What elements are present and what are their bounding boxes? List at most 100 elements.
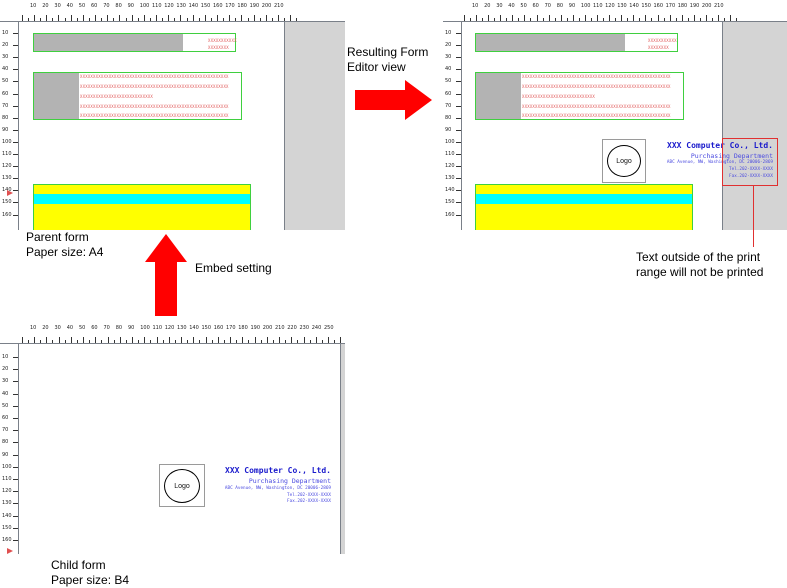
ruler-tick-label: 110 [152, 3, 162, 9]
ruler-tick [566, 18, 568, 21]
ruler-tick [13, 33, 18, 34]
ruler-tick [198, 18, 200, 21]
detail-placeholder-line: XXXXXXXXXXXXXXXXXXXXXXXXXXXXXXXXXXXXXXXX… [522, 74, 671, 79]
company-name: XXX Computer Co., Ltd. [225, 466, 331, 475]
ruler-tick [572, 15, 574, 21]
ruler-tick-label: 90 [127, 3, 134, 9]
ruler-tick [687, 18, 689, 21]
ruler-tick-label: 10 [2, 30, 9, 36]
logo-text: Logo [616, 157, 632, 165]
ruler-tick [13, 442, 18, 444]
ruler-tick [271, 18, 273, 21]
ruler-tick [248, 340, 250, 343]
ruler-tick [181, 337, 182, 343]
ruler-tick [119, 15, 121, 21]
ruler-tick-label: 30 [445, 54, 452, 61]
ruler-tick-label: 40 [2, 66, 9, 73]
ruler-tick [174, 340, 176, 343]
ruler-tick-label: 40 [66, 3, 73, 9]
ruler-tick-label: 120 [164, 3, 174, 9]
ruler-tick [456, 154, 461, 155]
logo-circle: Logo [607, 145, 641, 177]
logo-frame[interactable]: Logo [159, 464, 205, 507]
ruler-tick [107, 337, 109, 343]
ruler-tick [64, 18, 66, 21]
ruler-tick [95, 15, 96, 21]
ruler-tick [645, 15, 647, 21]
ruler-tick [476, 15, 477, 21]
ruler-tick [52, 340, 54, 343]
ruler-tick [13, 105, 18, 107]
ruler-tick [524, 15, 526, 21]
ruler-tick [488, 15, 490, 21]
ruler-tick [205, 337, 207, 343]
page-break-marker [7, 548, 13, 554]
ruler-tick-label: 20 [42, 325, 49, 331]
ruler-tick [272, 340, 274, 343]
ruler-tick [590, 18, 592, 21]
ruler-tick [40, 18, 42, 21]
ruler-tick-label: 110 [2, 476, 12, 482]
ruler-tick-label: 20 [445, 42, 452, 49]
ruler-tick [119, 337, 121, 343]
ruler-tick [21, 337, 23, 343]
ruler-tick [13, 454, 18, 456]
ruler-tick [13, 430, 18, 432]
ruler-tick [578, 18, 580, 21]
print-range-note-line1: Text outside of the print [636, 250, 761, 264]
header-frame[interactable] [33, 33, 236, 52]
ruler-tick [621, 15, 623, 21]
ruler-tick [21, 15, 23, 21]
ruler-tick [456, 93, 461, 95]
ruler-tick-label: 160 [213, 325, 224, 331]
ruler-tick [46, 337, 48, 343]
ruler-tick [518, 18, 520, 21]
detail-frame[interactable] [33, 72, 242, 120]
ruler-tick [13, 214, 18, 216]
ruler-tick [609, 15, 611, 21]
ruler-tick [193, 337, 195, 343]
ruler-tick-label: 50 [79, 325, 86, 331]
ruler-tick [284, 18, 286, 21]
ruler-tick [669, 15, 671, 21]
ruler-tick [13, 466, 18, 468]
ruler-tick [13, 527, 18, 529]
ruler-tick [340, 337, 342, 343]
ruler-tick-label: 60 [445, 90, 452, 97]
ruler-tick [279, 337, 280, 343]
logo-frame[interactable]: Logo [602, 139, 646, 183]
ruler-tick [34, 15, 35, 21]
ruler-tick-label: 10 [30, 3, 37, 9]
company-fax: Fax.202-XXXX-XXXX [729, 174, 773, 179]
ruler-tick [192, 15, 194, 21]
resulting-form-label-line2: Editor view [347, 60, 406, 74]
ruler-tick [13, 393, 18, 395]
ruler-tick [718, 15, 719, 21]
ruler-tick [699, 18, 701, 21]
detail-frame[interactable] [475, 72, 684, 120]
ruler-tick-label: 40 [508, 3, 515, 9]
detail-placeholder-line: XXXXXXXXXXXXXXXXXXXXXXXXXXXXXXXXXXXXXXXX… [80, 84, 229, 89]
ruler-tick [89, 340, 91, 343]
ruler-tick-label: 140 [2, 512, 12, 519]
ruler-tick [230, 337, 231, 343]
ruler-tick [259, 18, 261, 21]
ruler-tick-label: 210 [714, 3, 724, 9]
header-frame[interactable] [475, 33, 678, 52]
ruler-tick [736, 18, 738, 21]
ruler-tick [456, 166, 461, 168]
ruler-tick [456, 33, 461, 34]
ruler-tick-label: 110 [2, 151, 12, 157]
ruler-tick [241, 15, 243, 21]
ruler-tick-label: 90 [128, 325, 135, 331]
ruler-tick [13, 540, 18, 541]
ruler-tick [285, 340, 287, 343]
ruler-tick-label: 230 [299, 325, 310, 331]
ruler-tick [603, 18, 605, 21]
ruler-tick [512, 15, 514, 21]
parent-offpage-area [285, 22, 345, 230]
ruler-tick-label: 70 [445, 102, 452, 109]
